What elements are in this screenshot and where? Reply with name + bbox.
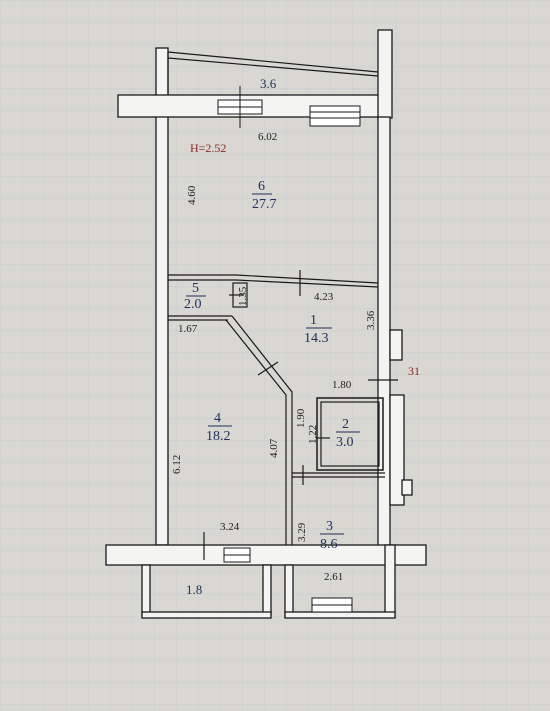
room-1: 1 14.3 [304, 313, 332, 346]
room-3: 3 8.6 [320, 519, 344, 552]
dim-1-22: 1.22 [307, 425, 319, 444]
wall-right-balcony [377, 29, 393, 119]
dim-1-35: 1.35 [237, 286, 249, 306]
top-balcony [167, 51, 379, 95]
wall-right-stub [401, 479, 413, 496]
room-area: 8.6 [320, 537, 338, 552]
ceiling-height-label: H=2.52 [190, 141, 226, 155]
room-number: 1 [310, 313, 317, 328]
partitions [168, 270, 398, 560]
wall-bottom-balcony-left [141, 564, 151, 616]
room-number: 6 [258, 179, 265, 194]
axis-mark: 31 [408, 364, 420, 378]
wall-right-jog [389, 329, 403, 361]
room-5: 5 2.0 [184, 281, 206, 312]
dim-2-61: 2.61 [324, 571, 343, 583]
top-windows [217, 86, 361, 128]
room-4: 4 18.2 [206, 411, 232, 444]
room-number: 3 [326, 519, 333, 534]
room-area: 3.0 [336, 435, 354, 450]
room-area: 18.2 [206, 429, 231, 444]
room-area: 14.3 [304, 331, 329, 346]
wall-room3-left [284, 564, 294, 618]
room-number: 4 [214, 411, 221, 426]
dim-1-90: 1.90 [295, 408, 307, 428]
dim-3-29: 3.29 [296, 522, 308, 542]
wall-right-outer [377, 116, 391, 548]
room-area: 27.7 [252, 197, 277, 212]
dim-1-80: 1.80 [332, 379, 352, 391]
room-6: 6 27.7 [252, 179, 277, 212]
balcony-bottom-area: 1.8 [186, 582, 202, 597]
wall-bottom-balcony-bottom [141, 611, 272, 619]
room-area: 2.0 [184, 297, 202, 312]
wall-room3-right [384, 544, 396, 618]
balcony-top-area: 3.6 [260, 76, 277, 91]
room-number: 2 [342, 417, 349, 432]
wall-right-lower [389, 394, 405, 506]
wall-bottom [105, 544, 427, 566]
dim-1-67: 1.67 [178, 323, 198, 335]
dim-6-12: 6.12 [171, 455, 183, 474]
dim-4-07: 4.07 [268, 438, 280, 458]
thresholds [223, 547, 353, 613]
dim-6-02: 6.02 [258, 131, 277, 143]
wall-room3-bottom [284, 611, 396, 619]
dim-4-23: 4.23 [314, 291, 334, 303]
dim-3-24: 3.24 [220, 521, 240, 533]
dim-4-60: 4.60 [186, 185, 198, 205]
dim-3-36: 3.36 [365, 310, 377, 330]
wall-bottom-balcony-right [262, 564, 272, 616]
room-number: 5 [192, 281, 199, 296]
room-2: 2 3.0 [336, 417, 360, 450]
wall-left-outer [155, 109, 169, 546]
